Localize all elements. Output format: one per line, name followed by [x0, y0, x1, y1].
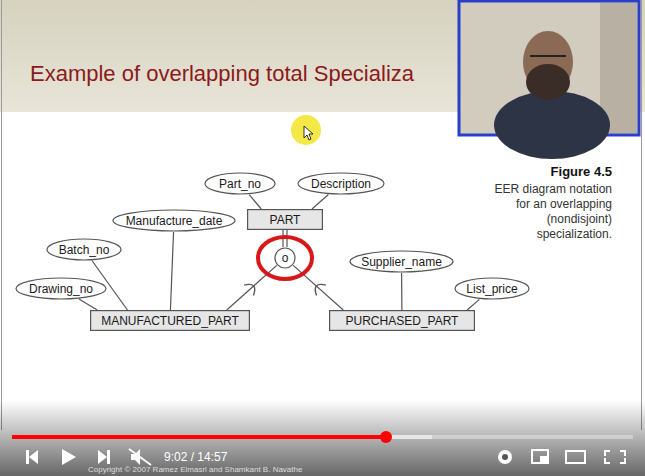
rect-shape — [330, 311, 475, 331]
line-path — [293, 265, 343, 310]
settings-icon — [498, 450, 512, 464]
connector-line — [312, 195, 328, 209]
attribute-ellipse: Manufacture_date — [112, 209, 236, 232]
player-gradient — [0, 400, 645, 476]
webcam-glasses — [530, 55, 566, 57]
cursor-highlight — [291, 115, 321, 145]
connector-line — [249, 195, 261, 209]
next-icon — [98, 450, 110, 464]
line-path — [312, 195, 328, 209]
ellipse-shape — [205, 173, 275, 194]
subset-symbol — [244, 284, 255, 295]
ellipse-shape — [455, 278, 529, 299]
webcam-person-body — [494, 91, 610, 159]
specialization-circle: o — [274, 247, 296, 269]
settings-hole — [502, 454, 508, 460]
attribute-name: Drawing_no — [29, 282, 93, 296]
entity-name: PURCHASED_PART — [346, 314, 459, 328]
copyright-note: Copyright © 2007 Ramez Elmasri and Shamk… — [88, 465, 302, 474]
progress-buffer — [12, 435, 432, 439]
time-display: 9:02 / 14:57 — [164, 450, 227, 464]
attribute-ellipse: Drawing_no — [15, 277, 107, 300]
line-path — [401, 273, 403, 310]
ellipse-shape — [298, 173, 384, 194]
theater-icon — [566, 451, 585, 463]
attribute-name: Supplier_name — [361, 255, 442, 269]
entity-box: MANUFACTURED_PART — [90, 310, 250, 331]
player-controls — [26, 449, 626, 465]
fullscreen-icon — [604, 450, 626, 464]
line-path — [170, 232, 173, 310]
entity-name: MANUFACTURED_PART — [101, 314, 239, 328]
ellipse-shape — [47, 239, 121, 260]
attribute-ellipse: List_price — [454, 277, 530, 300]
miniplayer-icon — [532, 450, 548, 463]
attribute-ellipse: Batch_no — [46, 238, 122, 261]
attribute-ellipse: Description — [297, 172, 385, 195]
progress-played — [12, 435, 386, 439]
figure-number: Figure 4.5 — [551, 164, 612, 179]
attribute-ellipse: Supplier_name — [349, 250, 454, 273]
ellipse-shape — [113, 210, 235, 231]
attribute-name: Batch_no — [59, 243, 110, 257]
connector-line — [79, 299, 97, 310]
mute-slash — [129, 449, 151, 465]
connector-line — [170, 232, 173, 310]
connector-line — [467, 299, 479, 310]
figure-caption: EER diagram notation for an overlapping … — [480, 182, 612, 242]
highlight-ring — [258, 237, 312, 279]
play-icon — [62, 449, 76, 465]
rect-shape — [248, 210, 323, 230]
ellipse-shape — [16, 278, 106, 299]
entity-box: PART — [247, 209, 323, 230]
frame-edge — [641, 0, 642, 430]
line-path — [79, 299, 97, 310]
line-path — [249, 195, 261, 209]
entity-box: PURCHASED_PART — [329, 310, 475, 331]
attribute-name: Description — [311, 177, 371, 191]
line-path — [227, 265, 277, 310]
attribute-name: Manufacture_date — [126, 214, 223, 228]
miniplayer-inset — [540, 456, 547, 462]
subset-symbol — [315, 284, 326, 295]
ellipse-shape — [275, 248, 295, 268]
rect-shape — [91, 311, 250, 331]
progress-track — [12, 435, 633, 439]
attribute-ellipse: Part_no — [204, 172, 276, 195]
entity-name: PART — [270, 213, 301, 227]
connector-line — [401, 273, 402, 310]
previous-icon — [26, 450, 38, 464]
ellipse-shape — [350, 251, 453, 272]
attribute-name: List_price — [466, 282, 517, 296]
webcam-person-beard — [526, 64, 570, 100]
frame-edge — [1, 0, 2, 430]
connector-line — [293, 265, 343, 310]
specialization-mark: o — [282, 251, 289, 265]
webcam-overlay — [459, 1, 639, 159]
connector-line — [227, 265, 277, 310]
attribute-name: Part_no — [219, 177, 261, 191]
line-path — [467, 299, 479, 310]
slide-title: Example of overlapping total Specializa — [30, 61, 414, 87]
mouse-pointer — [304, 126, 313, 140]
progress-handle — [380, 431, 392, 443]
